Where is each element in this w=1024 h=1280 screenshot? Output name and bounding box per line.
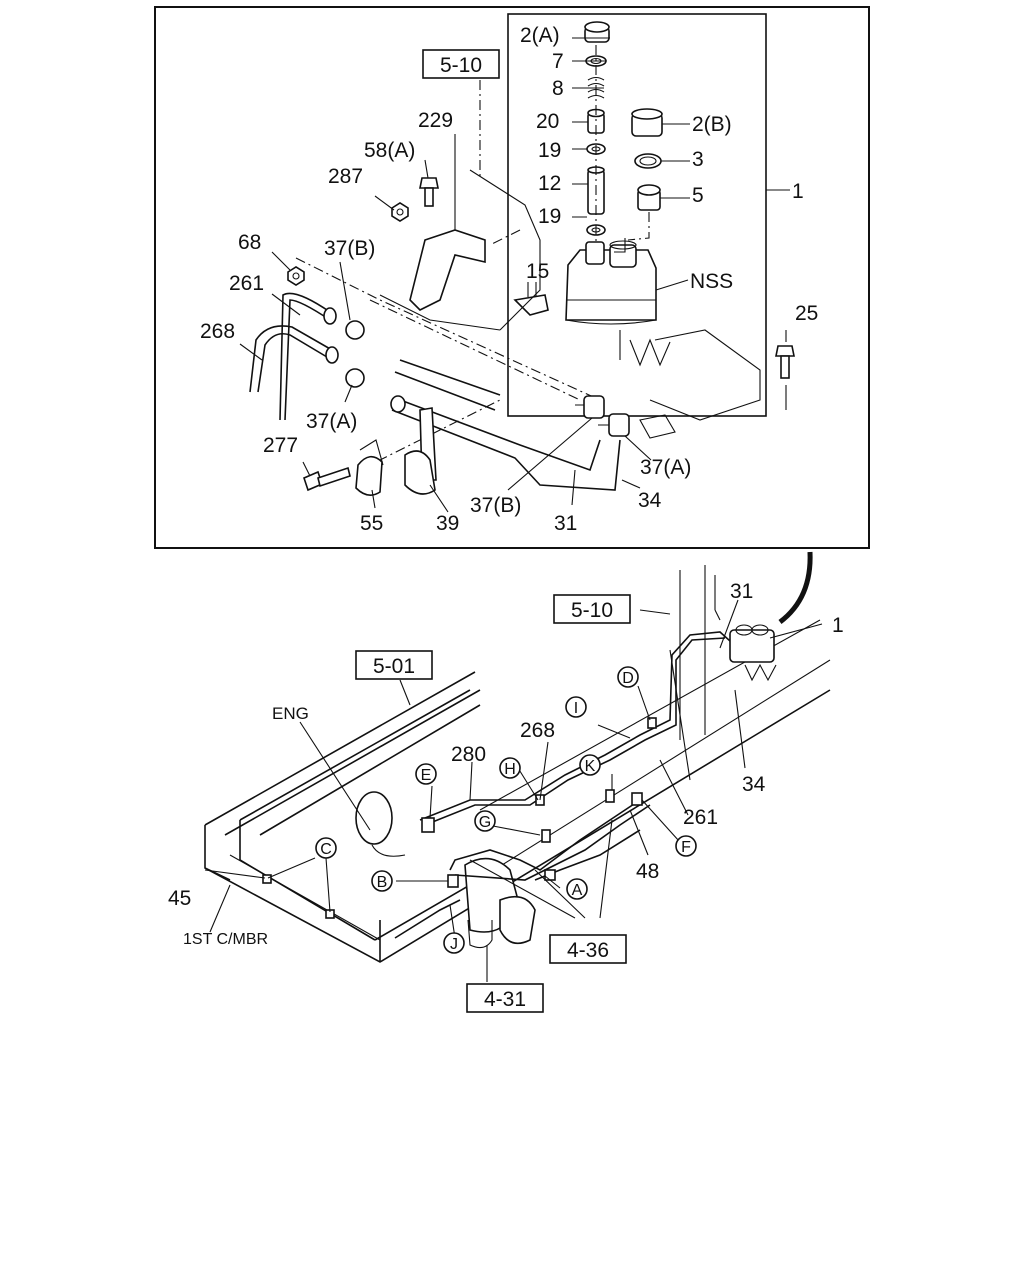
callout-15: 15 xyxy=(526,260,549,283)
callout-2b: 2(B) xyxy=(692,113,732,136)
callout-39: 39 xyxy=(436,512,459,535)
callout-37a-right: 37(A) xyxy=(640,456,691,479)
callout-45: 45 xyxy=(168,887,191,910)
callout-31-top: 31 xyxy=(554,512,577,535)
callout-55: 55 xyxy=(360,512,383,535)
callout-19-a: 19 xyxy=(538,139,561,162)
letter-j: J xyxy=(450,936,458,953)
callout-25: 25 xyxy=(795,302,818,325)
callout-48: 48 xyxy=(636,860,659,883)
letter-h: H xyxy=(504,761,516,778)
callout-nss: NSS xyxy=(690,270,733,293)
reservoir-parts xyxy=(572,21,690,248)
callout-261-top: 261 xyxy=(229,272,264,295)
callout-2a: 2(A) xyxy=(520,24,560,47)
callout-5: 5 xyxy=(692,184,704,207)
callout-7: 7 xyxy=(552,50,564,73)
letter-i: I xyxy=(574,700,578,717)
letter-e: E xyxy=(421,767,432,784)
callout-280: 280 xyxy=(451,743,486,766)
ref-4-36: 4-36 xyxy=(567,939,609,962)
top-leaders xyxy=(239,134,652,513)
detail-panel xyxy=(154,6,870,549)
callout-8: 8 xyxy=(552,77,564,100)
top-callouts: 2(A) 7 8 20 19 12 19 2(B) 3 5 1 NSS 15 2… xyxy=(200,24,818,535)
bottom-callouts: 31 1 34 ENG 268 280 261 48 45 1ST C/MBR xyxy=(168,580,844,948)
callout-37b-bottom: 37(B) xyxy=(470,494,521,517)
reference-boxes: 5-10 5-10 5-01 4-36 4-31 xyxy=(355,49,631,1013)
ref-5-10-top: 5-10 xyxy=(440,54,482,77)
callout-287: 287 xyxy=(328,165,363,188)
callout-68: 68 xyxy=(238,231,261,254)
reservoir-tank xyxy=(513,238,795,439)
callout-37a-left: 37(A) xyxy=(306,410,357,433)
callout-34-top: 34 xyxy=(638,489,662,512)
callout-20: 20 xyxy=(536,110,559,133)
letter-g: G xyxy=(479,814,491,831)
ref-5-10-bottom: 5-10 xyxy=(571,599,613,622)
ref-5-01: 5-01 xyxy=(373,655,415,678)
ref-4-31: 4-31 xyxy=(484,988,526,1011)
callout-34-bottom: 34 xyxy=(742,773,766,796)
callout-268-bottom: 268 xyxy=(520,719,555,742)
callout-1-top: 1 xyxy=(792,180,804,203)
letter-markers: A B C D E F G H I J K xyxy=(315,666,697,954)
letter-k: K xyxy=(585,758,596,775)
callout-eng: ENG xyxy=(272,704,309,723)
letter-d: D xyxy=(622,670,634,687)
callout-37b-left: 37(B) xyxy=(324,237,375,260)
chassis-overview xyxy=(204,551,831,963)
hose-assembly xyxy=(249,292,630,496)
callout-3: 3 xyxy=(692,148,704,171)
callout-229: 229 xyxy=(418,109,453,132)
callout-277: 277 xyxy=(263,434,298,457)
callout-31-bottom: 31 xyxy=(730,580,753,603)
callout-261-bottom: 261 xyxy=(683,806,718,829)
callout-1st-cmbr: 1ST C/MBR xyxy=(183,931,268,948)
letter-a: A xyxy=(572,882,583,899)
callout-19-b: 19 xyxy=(538,205,561,228)
callout-1-bottom: 1 xyxy=(832,614,844,637)
bottom-leaders xyxy=(204,599,823,982)
letter-f: F xyxy=(681,839,691,856)
callout-268-top: 268 xyxy=(200,320,235,343)
callout-58a: 58(A) xyxy=(364,139,415,162)
letter-b: B xyxy=(377,874,388,891)
mount-bracket xyxy=(287,80,601,401)
callout-12: 12 xyxy=(538,172,561,195)
letter-c: C xyxy=(320,841,332,858)
